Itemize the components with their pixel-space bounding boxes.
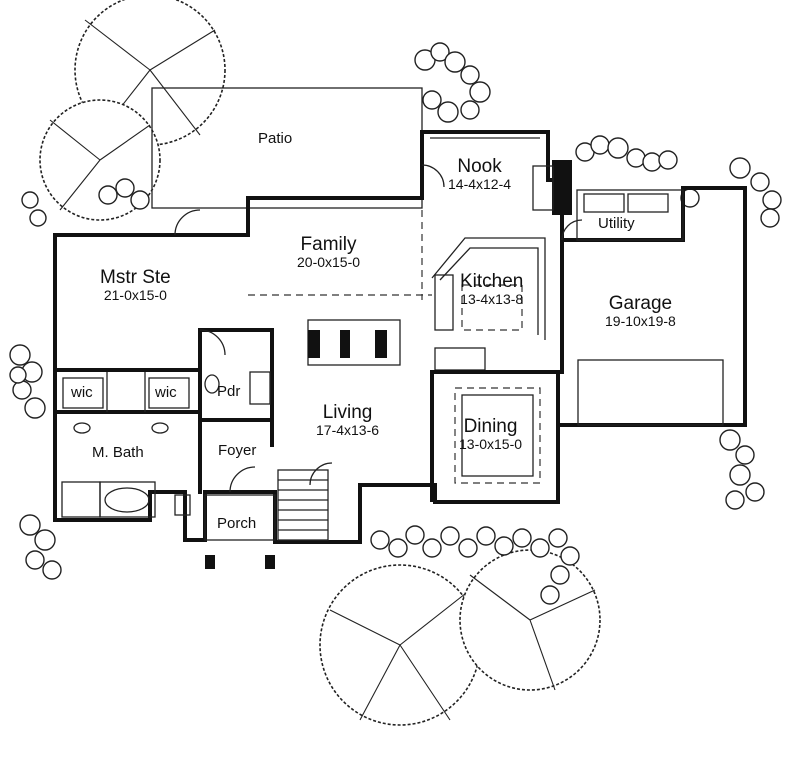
fireplace-hearth bbox=[532, 165, 554, 211]
living-size: 17-4x13-6 bbox=[316, 421, 380, 438]
utility-room-outline bbox=[576, 189, 684, 241]
living-name: Living bbox=[322, 402, 373, 423]
door-swing-nook bbox=[421, 164, 445, 188]
kitchen-counter-inner bbox=[439, 247, 539, 335]
garage-size: 19-10x19-8 bbox=[605, 312, 676, 329]
wic-right-label: wic bbox=[155, 385, 177, 401]
porch-label: Porch bbox=[217, 516, 256, 532]
wic-right-name: wic bbox=[155, 384, 177, 401]
foyer-name: Foyer bbox=[218, 442, 257, 459]
family-name: Family bbox=[300, 234, 357, 255]
mstr-ste-label: Mstr Ste 21-0x15-0 bbox=[100, 268, 171, 303]
dining-tray-ceiling bbox=[454, 387, 541, 484]
door-swing-foyer bbox=[229, 466, 256, 493]
dining-name: Dining bbox=[463, 416, 518, 437]
exterior-wall bbox=[53, 130, 564, 544]
pdr-vanity bbox=[249, 371, 271, 405]
nook-name: Nook bbox=[457, 156, 502, 177]
dryer bbox=[627, 193, 669, 213]
kitchen-counter bbox=[431, 237, 546, 340]
porch-column-left bbox=[205, 555, 215, 569]
nook-label: Nook 14-4x12-4 bbox=[448, 157, 511, 192]
porch-column-right bbox=[265, 555, 275, 569]
fireplace bbox=[552, 160, 572, 215]
stairs bbox=[277, 469, 329, 541]
master-shower bbox=[61, 481, 101, 518]
porch-outline bbox=[204, 494, 276, 541]
garage-name: Garage bbox=[608, 293, 673, 314]
vanity-sink-right bbox=[151, 422, 169, 434]
patio-label: Patio bbox=[258, 131, 292, 147]
door-swing-patio bbox=[174, 209, 201, 236]
living-built-in-left bbox=[308, 330, 320, 358]
utility-name: Utility bbox=[598, 215, 635, 232]
porch-name: Porch bbox=[217, 515, 257, 532]
m-bath-name: M. Bath bbox=[92, 444, 144, 461]
wic-left-label: wic bbox=[71, 385, 93, 401]
living-label: Living 17-4x13-6 bbox=[316, 403, 379, 438]
kitchen-island bbox=[461, 284, 523, 331]
wic-right-box bbox=[148, 377, 190, 409]
door-swing-utility bbox=[561, 219, 583, 241]
mstr-ste-size: 21-0x15-0 bbox=[103, 286, 167, 303]
master-tub bbox=[99, 481, 156, 518]
living-built-in-center bbox=[340, 330, 350, 358]
garage-label: Garage 19-10x19-8 bbox=[605, 294, 676, 329]
master-toilet bbox=[174, 494, 191, 516]
foyer-label: Foyer bbox=[218, 443, 256, 459]
mstr-ste-name: Mstr Ste bbox=[100, 267, 171, 288]
kitchen-left-counter bbox=[434, 274, 454, 331]
washer bbox=[583, 193, 625, 213]
dining-size: 13-0x15-0 bbox=[459, 435, 523, 452]
shrubs bbox=[9, 42, 782, 605]
dining-label: Dining 13-0x15-0 bbox=[459, 417, 522, 452]
m-bath-label: M. Bath bbox=[92, 445, 144, 461]
tree-bottom-center bbox=[319, 564, 481, 726]
wic-left-name: wic bbox=[71, 384, 93, 401]
nook-size: 14-4x12-4 bbox=[448, 175, 512, 192]
pdr-name: Pdr bbox=[217, 383, 241, 400]
tree-bottom-right bbox=[459, 549, 601, 691]
dining-tray-inner bbox=[461, 394, 534, 477]
vanity-sink-left bbox=[73, 422, 91, 434]
wic-left-box bbox=[62, 377, 104, 409]
living-built-in-right bbox=[375, 330, 387, 358]
garage-door bbox=[577, 359, 724, 426]
kitchen-label: Kitchen 13-4x13-8 bbox=[460, 272, 523, 307]
utility-label: Utility bbox=[598, 216, 635, 232]
master-tub-basin bbox=[104, 487, 150, 513]
kitchen-range bbox=[434, 347, 486, 371]
kitchen-name: Kitchen bbox=[460, 271, 524, 292]
door-swing-master bbox=[199, 329, 226, 356]
pdr-toilet bbox=[204, 374, 220, 394]
door-swing-living bbox=[309, 462, 333, 486]
family-size: 20-0x15-0 bbox=[297, 253, 361, 270]
kitchen-size: 13-4x13-8 bbox=[460, 290, 524, 307]
patio-name: Patio bbox=[258, 130, 293, 147]
family-label: Family 20-0x15-0 bbox=[297, 235, 360, 270]
pdr-label: Pdr bbox=[217, 384, 240, 400]
